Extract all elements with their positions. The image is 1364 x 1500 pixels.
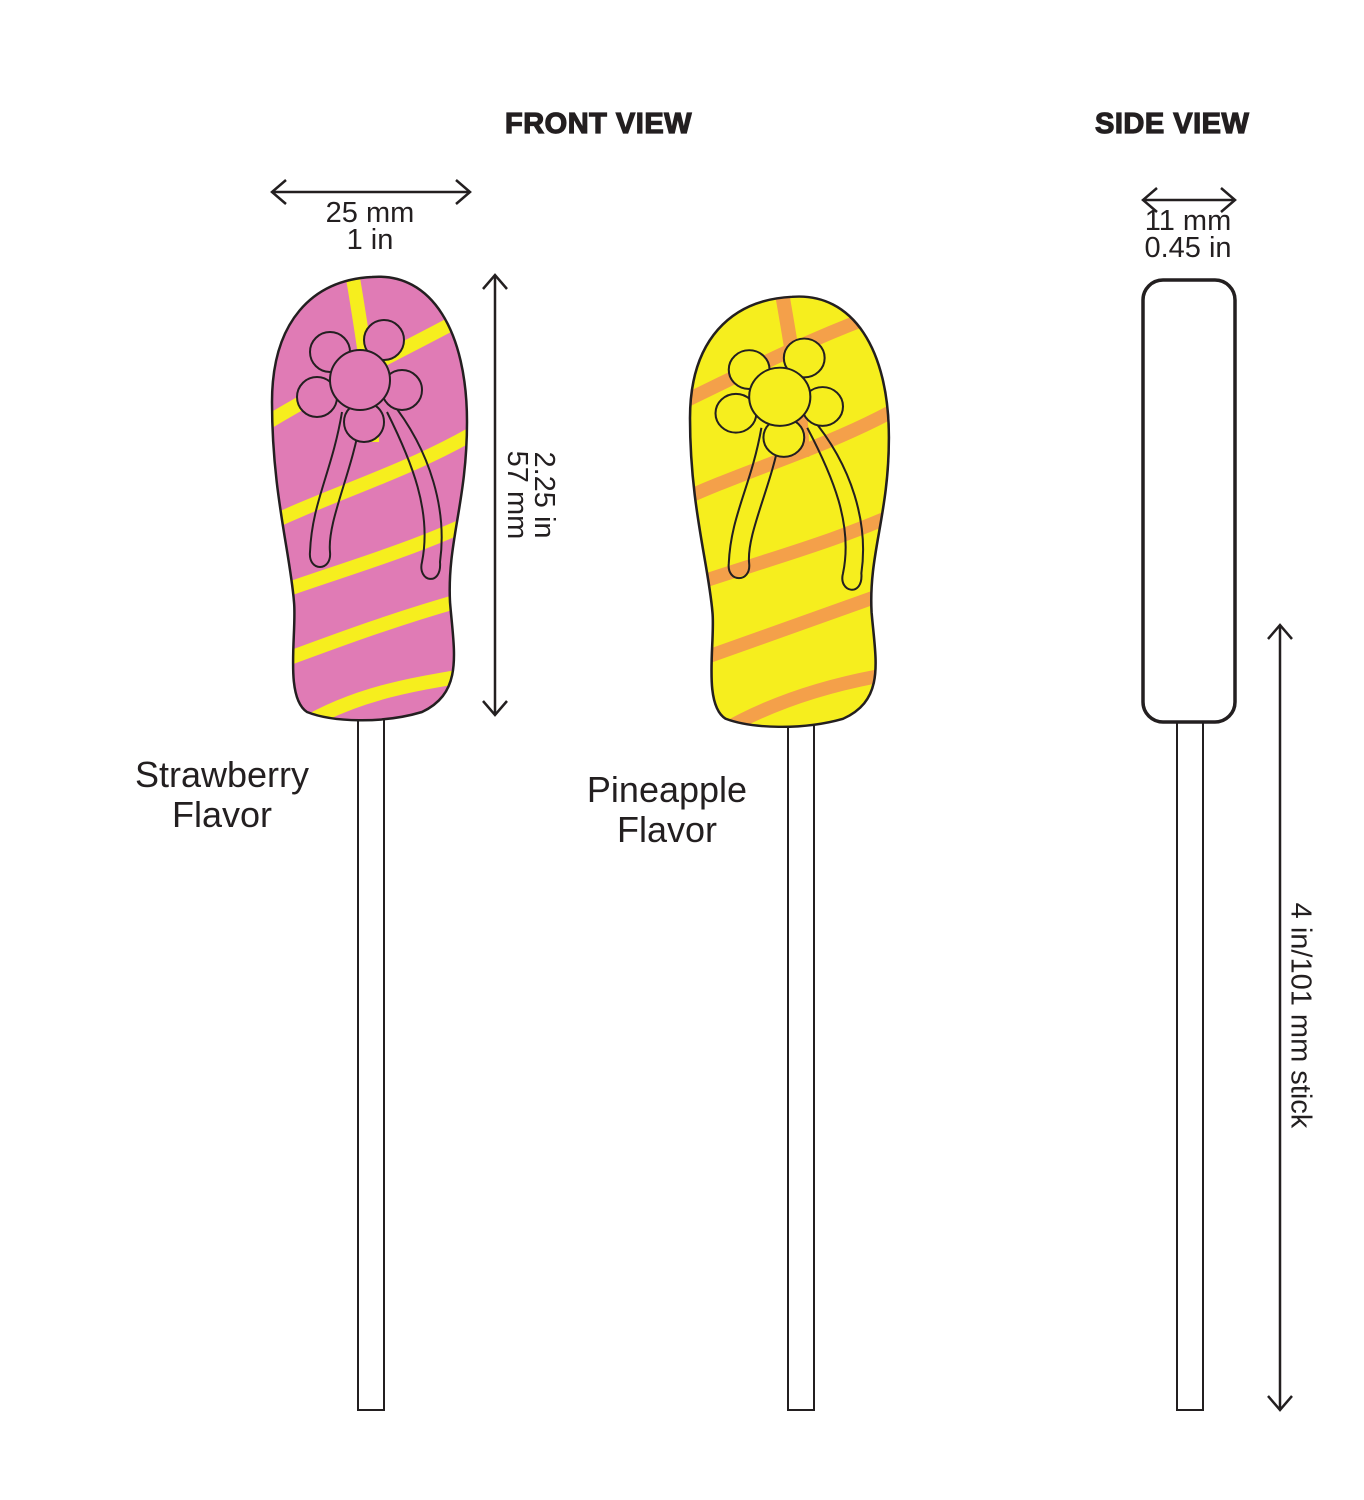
- height-in: 2.25 in: [528, 451, 560, 539]
- flavor-suffix: Flavor: [616, 809, 718, 850]
- flavor-suffix: Flavor: [171, 794, 273, 835]
- strawberry-stick: [357, 711, 385, 1411]
- depth-mm: 11 mm: [1144, 205, 1232, 237]
- side-view-heading: SIDE VIEW: [1094, 107, 1250, 140]
- pineapple-flavor-label: Pineapple Flavor: [537, 770, 797, 850]
- width-in: 1 in: [346, 224, 394, 256]
- pineapple-flipflop-lollipop: [688, 295, 891, 729]
- strawberry-flipflop-lollipop: [270, 275, 469, 722]
- height-mm: 57 mm: [501, 450, 533, 540]
- side-stick: [1176, 717, 1204, 1411]
- depth-dimension-arrow: [1141, 187, 1237, 213]
- height-label: 2.25 in 57 mm: [501, 425, 560, 565]
- depth-label: 11 mm 0.45 in: [1118, 205, 1258, 264]
- height-dimension-arrow: [482, 273, 508, 717]
- side-candy-profile: [1141, 278, 1237, 724]
- stick-length-label: 4 in/101 mm stick: [1284, 902, 1317, 1129]
- width-label: 25 mm 1 in: [300, 197, 440, 256]
- front-view-heading: FRONT VIEW: [504, 107, 693, 140]
- width-dimension-arrow: [270, 179, 472, 205]
- stick-length-arrow: [1267, 623, 1293, 1412]
- width-mm: 25 mm: [325, 197, 415, 229]
- depth-in: 0.45 in: [1144, 232, 1232, 264]
- flavor-name: Strawberry: [134, 754, 310, 795]
- strawberry-flavor-label: Strawberry Flavor: [92, 755, 352, 835]
- flavor-name: Pineapple: [586, 769, 748, 810]
